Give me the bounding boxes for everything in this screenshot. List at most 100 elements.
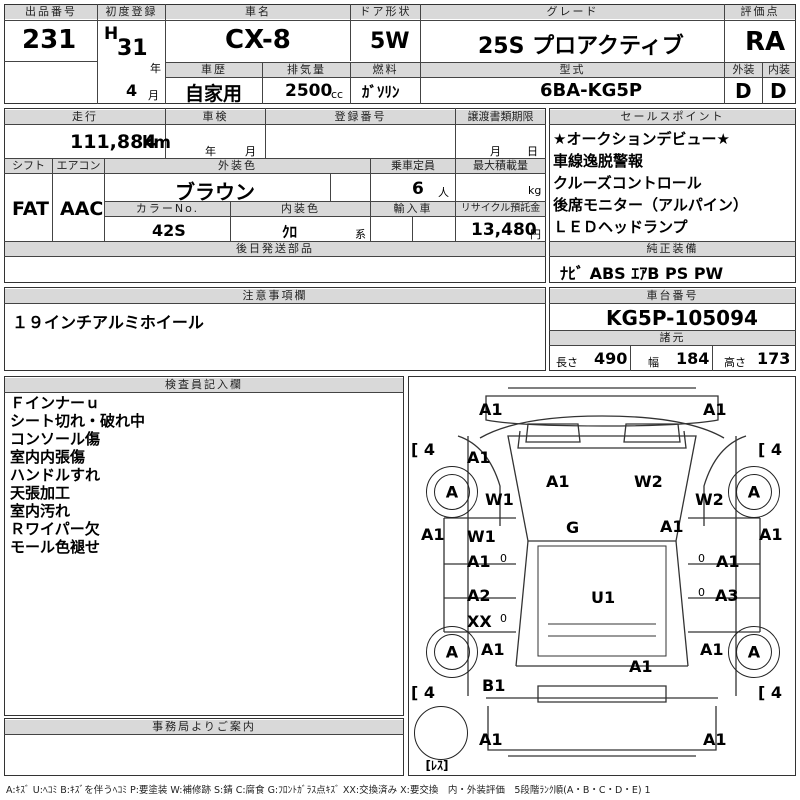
inspection-label: 車検	[166, 110, 265, 124]
transfer-label: 譲渡書類期限	[456, 110, 545, 124]
small-mark: 0	[698, 586, 705, 599]
wheel-rear-left	[426, 626, 478, 678]
chassis-label: 車台番号	[550, 289, 795, 303]
mileage: 111,884	[70, 131, 157, 153]
grade-label: グレード	[421, 5, 724, 19]
model-name: CX-8	[225, 25, 291, 55]
score-label: 評価点	[725, 5, 795, 19]
damage-mark: G	[566, 518, 580, 537]
lot-number: 231	[22, 25, 77, 55]
capacity: 6	[412, 179, 424, 199]
interior-label: 内装	[763, 63, 795, 77]
reg-month: 4	[126, 81, 138, 100]
caution-box	[4, 287, 546, 371]
reg-year: 31	[117, 36, 148, 61]
sales-point: クルーズコントロール	[553, 174, 702, 192]
spare-label: [ﾚｽ]	[425, 758, 449, 773]
damage-mark: A1	[759, 525, 783, 544]
damage-mark: A3	[715, 586, 739, 605]
length-label: 長さ	[556, 356, 578, 369]
wheel-front-right	[728, 466, 780, 518]
damage-mark: A1	[703, 400, 727, 419]
color-label: 外装色	[105, 159, 370, 173]
inspector-note: ハンドルすれ	[10, 466, 101, 484]
model-label: 車名	[166, 5, 350, 19]
kg-unit: kg	[528, 184, 542, 197]
person-unit: 人	[438, 186, 449, 199]
exterior-label: 外装	[725, 63, 762, 77]
shift: FAT	[12, 198, 49, 220]
inspector-note: 室内汚れ	[10, 502, 71, 520]
damage-mark: A1	[716, 552, 740, 571]
small-mark: 0	[698, 552, 705, 565]
year-unit: 年	[150, 62, 161, 75]
mileage-label: 走行	[5, 110, 165, 124]
car-outline	[443, 387, 761, 757]
damage-mark: A1	[467, 448, 491, 467]
recycle-label: リサイクル預託金	[456, 202, 545, 216]
damage-mark: W2	[634, 472, 663, 491]
chassis-box	[549, 287, 796, 371]
wheel-mark: A	[445, 482, 459, 502]
grade: 25S プロアクティブ	[478, 34, 684, 59]
height: 173	[757, 349, 791, 368]
damage-mark: A1	[546, 472, 570, 491]
insp-month: 月	[245, 145, 256, 158]
tire-count: [ 4	[411, 440, 436, 459]
tire-count: [ 4	[411, 683, 436, 702]
wheel-rear-right-inner	[736, 634, 772, 670]
inspector-note: Ｆインナーｕ	[10, 394, 101, 412]
interior-color: ｸﾛ	[282, 223, 298, 241]
damage-mark: W1	[467, 527, 496, 546]
month-unit: 月	[148, 89, 159, 102]
width: 184	[676, 349, 710, 368]
km-unit: km	[142, 133, 172, 153]
wheel-front-left	[426, 466, 478, 518]
history-label: 車歴	[166, 63, 262, 77]
small-mark: 0	[500, 612, 507, 625]
history: 自家用	[185, 83, 243, 105]
damage-mark: A1	[703, 730, 727, 749]
type-label: 型式	[421, 63, 724, 77]
cc-unit: cc	[331, 88, 344, 101]
score: RA	[745, 27, 786, 57]
damage-mark: A1	[421, 525, 445, 544]
car-diagram-box	[408, 376, 796, 776]
inspector-note: シート切れ・破れ中	[10, 412, 146, 430]
inspector-note: コンソール傷	[10, 430, 101, 448]
office-box	[4, 718, 404, 776]
legend: A:ｷｽﾞ U:ﾍｺﾐ B:ｷｽﾞを伴うﾍｺﾐ P:要塗装 W:補修跡 S:錆 …	[6, 785, 651, 796]
interior-color-label: 内装色	[231, 202, 370, 216]
ac-label: エアコン	[53, 159, 104, 173]
header-box	[4, 4, 796, 104]
wheel-front-right-inner	[736, 474, 772, 510]
small-mark: 0	[500, 552, 507, 565]
damage-mark: U1	[591, 588, 616, 607]
door-type: 5W	[370, 29, 410, 54]
capacity-label: 乗車定員	[371, 159, 455, 173]
damage-mark: A1	[479, 730, 503, 749]
sales-point: ＬＥＤヘッドランプ	[553, 218, 688, 236]
insp-year: 年	[205, 145, 216, 158]
sales-point: ★オークションデビュー★	[553, 130, 730, 148]
tire-count: [ 4	[758, 683, 783, 702]
office-label: 事務局よりご案内	[5, 720, 403, 734]
sales-points-label: セールスポイント	[550, 110, 795, 124]
max-load-label: 最大積載量	[456, 159, 545, 173]
vehicle-type: 6BA-KG5P	[540, 80, 643, 101]
first-reg-label: 初度登録	[98, 5, 165, 19]
damage-mark: A2	[467, 586, 491, 605]
yen-unit: 円	[530, 228, 541, 241]
kei-unit: 系	[355, 228, 366, 241]
inspector-box	[4, 376, 404, 716]
color-no: 42S	[152, 221, 186, 240]
color: ブラウン	[175, 180, 255, 204]
inspector-note: 天張加工	[10, 484, 71, 502]
caution-text: １９インチアルミホイール	[12, 313, 204, 332]
recycle-fee: 13,480	[471, 220, 537, 240]
inspector-note: Ｒワイパー欠	[10, 520, 100, 538]
sales-points-box	[549, 108, 796, 283]
inspector-note: 室内内張傷	[10, 448, 86, 466]
color-no-label: カラーNo.	[105, 202, 230, 216]
transfer-day: 日	[527, 145, 538, 158]
